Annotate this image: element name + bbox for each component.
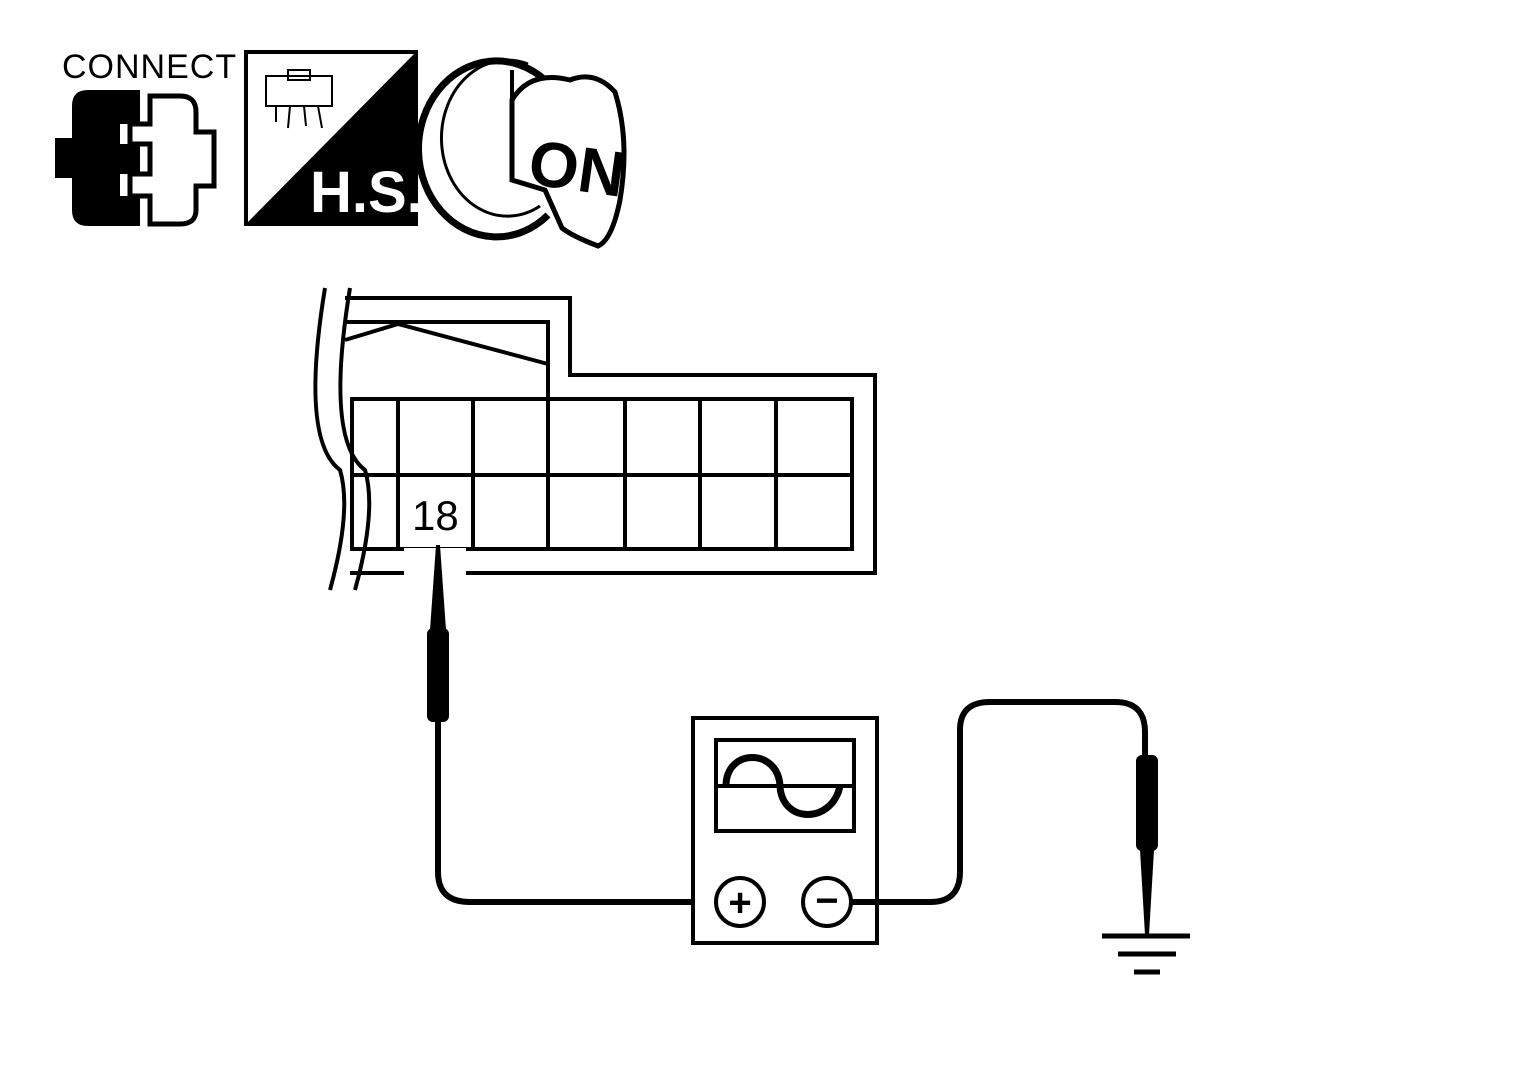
connector-face xyxy=(313,287,877,591)
connect-label: CONNECT xyxy=(62,48,237,86)
connector-plug-shape xyxy=(55,90,140,226)
negative-lead-wire xyxy=(851,699,1148,905)
cut-line-left xyxy=(313,287,347,591)
negative-terminal-sign: − xyxy=(815,879,838,923)
on-label: ON xyxy=(524,126,629,211)
harness-connector-sketch-icon xyxy=(265,69,333,129)
positive-terminal-sign: + xyxy=(728,881,751,925)
positive-lead-wire xyxy=(435,720,718,905)
ignition-key-icon: ON xyxy=(415,57,630,249)
hs-label: H.S. xyxy=(310,160,423,225)
terminal-18-label: 18 xyxy=(412,492,459,539)
harness-side-icon: H.S. xyxy=(244,50,423,226)
ground-symbol-icon xyxy=(1102,933,1190,975)
cut-line-right xyxy=(338,287,372,591)
sine-wave-icon xyxy=(722,754,844,818)
positive-probe xyxy=(427,545,449,722)
negative-probe xyxy=(1136,755,1158,935)
oscilloscope: + − xyxy=(691,716,879,945)
positive-terminal xyxy=(714,876,766,928)
connector-receptacle-shape xyxy=(127,93,217,227)
connect-icon: CONNECT xyxy=(55,48,237,227)
